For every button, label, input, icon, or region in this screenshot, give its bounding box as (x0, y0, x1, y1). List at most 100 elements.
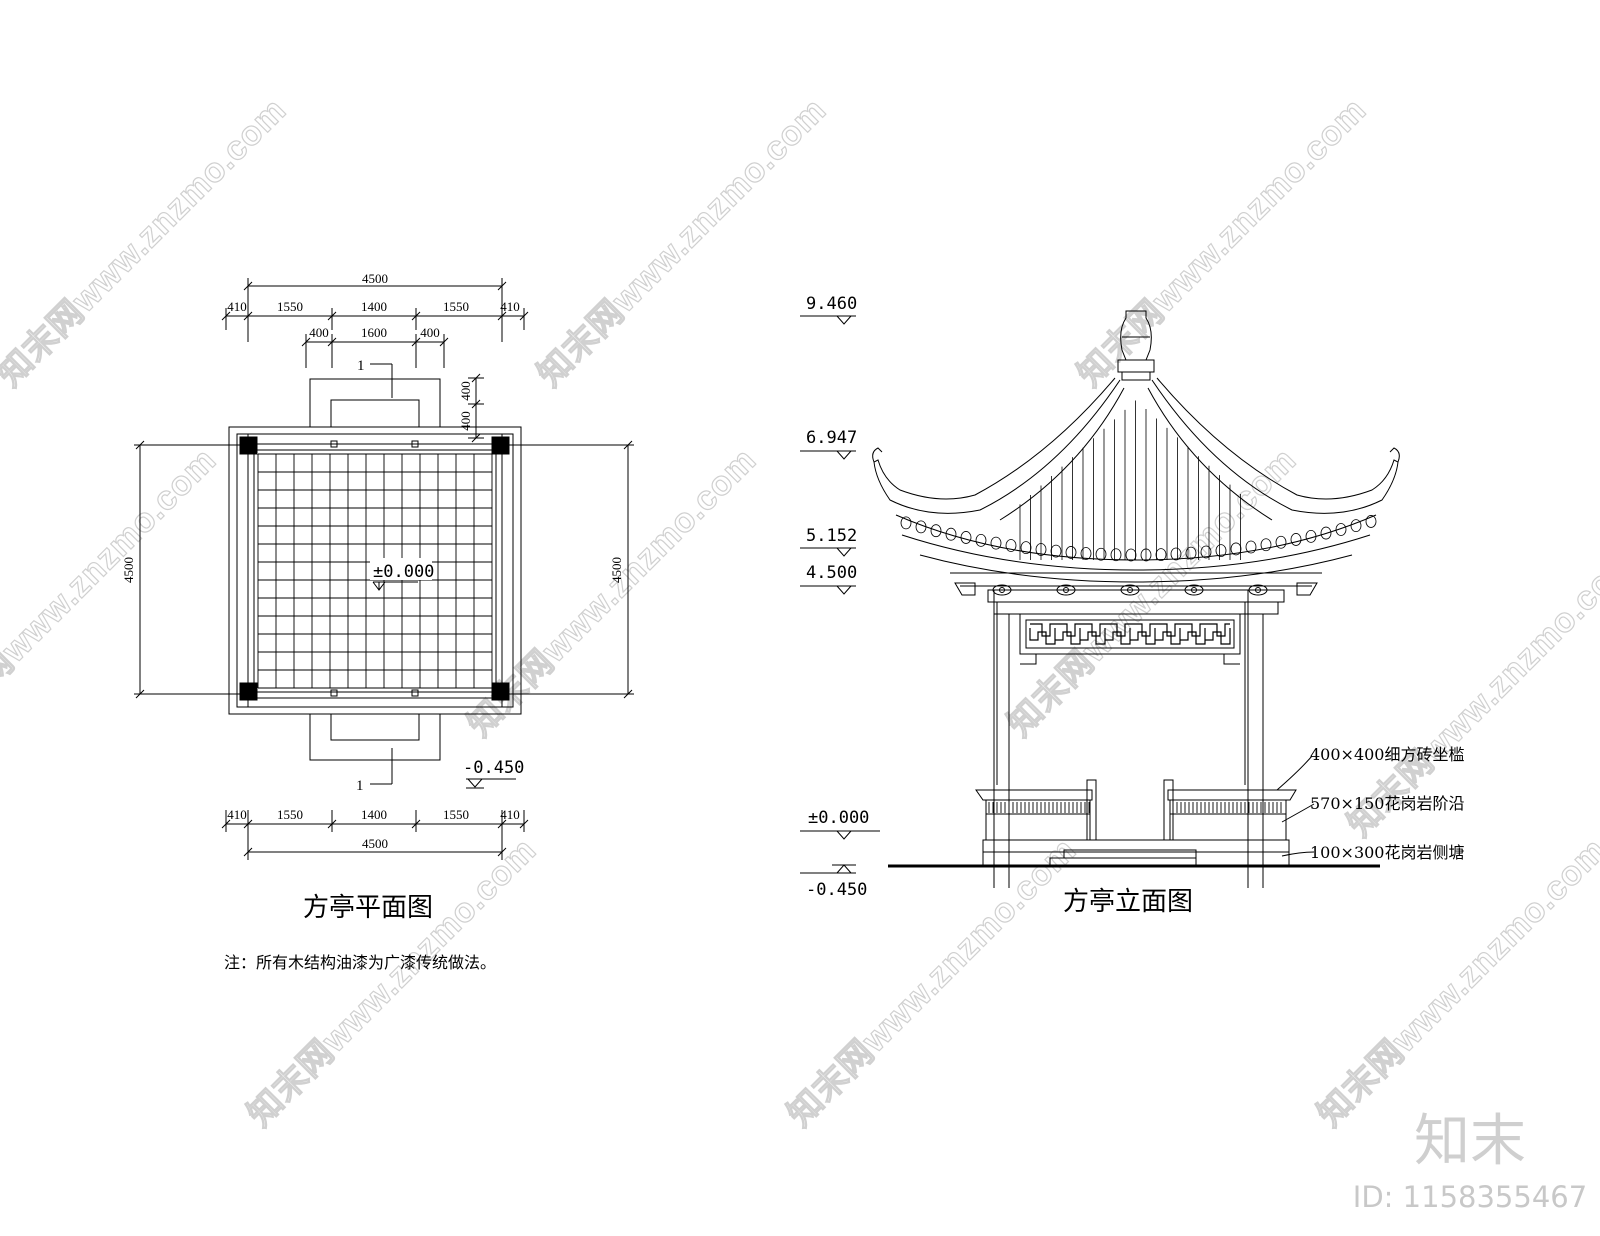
eave-tile (931, 525, 941, 537)
dim-bottom-overall: 4500 (362, 836, 388, 851)
eave-tile (1306, 530, 1316, 542)
dim-top-s1: 400 (309, 325, 329, 340)
dim-bottom-d2: 1550 (277, 807, 303, 822)
plan-title: 方亭平面图 (303, 893, 433, 923)
dim-right-overall: 4500 (609, 557, 624, 583)
eave-tile (1111, 549, 1121, 561)
plan-columns (240, 437, 509, 700)
pavilion-frame (988, 590, 1284, 888)
plan-ground-level-text: -0.450 (463, 758, 524, 778)
section-mark-bottom: 1 (356, 778, 364, 794)
eave-tile (1021, 542, 1031, 554)
dim-bottom-d4: 1550 (443, 807, 469, 822)
eave-tile (1261, 539, 1271, 551)
plan-floor-level: ±0.000 (370, 558, 434, 590)
pavilion-base (888, 780, 1380, 866)
elevation-level-marks: 9.460 6.947 5.152 4.500 ±0.000 (800, 294, 880, 900)
level-5152: 5.152 (800, 526, 857, 556)
callout-step-edge: 570×150花岗岩阶沿 (1310, 794, 1465, 813)
plan-note: 注：所有木结构油漆为广漆传统做法。 (224, 953, 496, 972)
watermark-text: 知末网www.znzmo.com (0, 91, 294, 394)
fretwork-line (1030, 628, 1230, 644)
eave-tile (1336, 523, 1346, 535)
bracket-end (1297, 583, 1317, 595)
eave-tile (991, 537, 1001, 549)
eave-tile (1096, 548, 1106, 560)
eave-tile (1141, 549, 1151, 561)
eave-tile (1216, 545, 1226, 557)
level-0000: ±0.000 (800, 808, 880, 839)
eave-tile (1321, 527, 1331, 539)
eave-tile (916, 521, 926, 533)
dim-top-d3: 1400 (361, 299, 387, 314)
elevation-callouts: 400×400细方砖坐槛 570×150花岗岩阶沿 100×300花岗岩侧塘 (1277, 745, 1465, 862)
brand-logo: 知末 ID: 1158355467 (1353, 1109, 1587, 1214)
dim-top-v2: 400 (458, 411, 473, 431)
level-text-5152: 5.152 (806, 526, 857, 546)
bracket-end (955, 583, 975, 595)
eave-tile (1051, 545, 1061, 557)
eave-tile (1366, 515, 1376, 527)
railing-balusters (989, 802, 1281, 813)
roof-rafter-lines (1020, 400, 1241, 560)
level-text-9460: 9.460 (806, 294, 857, 314)
dim-top-d5: 410 (500, 299, 520, 314)
column-sw (240, 683, 257, 700)
level-text-6947: 6.947 (806, 428, 857, 448)
plan-top-dimensions: 4500 410 1550 1400 1550 410 400 1600 400… (222, 271, 528, 442)
level-4500: 4.500 (800, 563, 857, 594)
level-minus-0450: -0.450 (800, 865, 867, 900)
watermark-text: 知末网www.znzmo.com (1311, 831, 1600, 1134)
plan-floor-level-text: ±0.000 (373, 562, 434, 582)
dim-top-s2: 1600 (361, 325, 387, 340)
dim-top-s3: 400 (420, 325, 440, 340)
plan-view: 4500 410 1550 1400 1550 410 400 1600 400… (121, 271, 634, 972)
eave-tile (901, 517, 911, 529)
fretwork-line (1030, 624, 1230, 636)
plan-platform (229, 427, 521, 714)
eave-tile (1276, 536, 1286, 548)
level-text-0000: ±0.000 (808, 808, 869, 828)
callout-seat: 400×400细方砖坐槛 (1310, 745, 1465, 764)
dim-bottom-d5: 410 (500, 807, 520, 822)
roof-eave-tiles (901, 515, 1376, 561)
fretwork-pattern (1030, 624, 1230, 644)
dim-top-v1: 400 (458, 381, 473, 401)
watermark-text: 知末网www.znzmo.com (241, 831, 544, 1134)
eave-tile (1201, 546, 1211, 558)
level-6947: 6.947 (800, 428, 857, 459)
elevation-view: 9.460 6.947 5.152 4.500 ±0.000 (800, 294, 1465, 917)
brand-logo-mark: 知末 (1414, 1109, 1526, 1174)
column-se (492, 683, 509, 700)
dim-bottom-d1: 410 (227, 807, 247, 822)
watermark-text: 知末网www.znzmo.com (1071, 91, 1374, 394)
dim-left-overall: 4500 (121, 557, 136, 583)
plan-bottom-dimensions: 410 1550 1400 1550 410 4500 (222, 807, 528, 860)
watermark-text: 知末网www.znzmo.com (531, 91, 834, 394)
eave-tile (946, 528, 956, 540)
dim-bottom-d3: 1400 (361, 807, 387, 822)
eave-tile (1081, 547, 1091, 559)
dim-overall-top: 4500 (362, 271, 388, 286)
dim-top-d1: 410 (227, 299, 247, 314)
plan-side-dimensions: 4500 4500 (121, 441, 634, 698)
plan-ground-level: -0.450 (463, 758, 524, 788)
eave-tile (1351, 520, 1361, 532)
eave-tile (1171, 548, 1181, 560)
section-mark-top: 1 (357, 358, 365, 374)
level-text-4500: 4.500 (806, 563, 857, 583)
elevation-title: 方亭立面图 (1063, 887, 1193, 917)
level-9460: 9.460 (800, 294, 857, 324)
eave-tile (976, 534, 986, 546)
watermark-text: 知末网www.znzmo.com (781, 831, 1084, 1134)
eave-tile (1126, 549, 1136, 561)
eave-tile (1246, 541, 1256, 553)
eave-tile (961, 531, 971, 543)
eave-tile (1036, 544, 1046, 556)
dim-top-d4: 1550 (443, 299, 469, 314)
eave-tile (1006, 540, 1016, 552)
watermark-text: 知末网www.znzmo.com (0, 441, 224, 744)
eave-tile (1156, 549, 1166, 561)
